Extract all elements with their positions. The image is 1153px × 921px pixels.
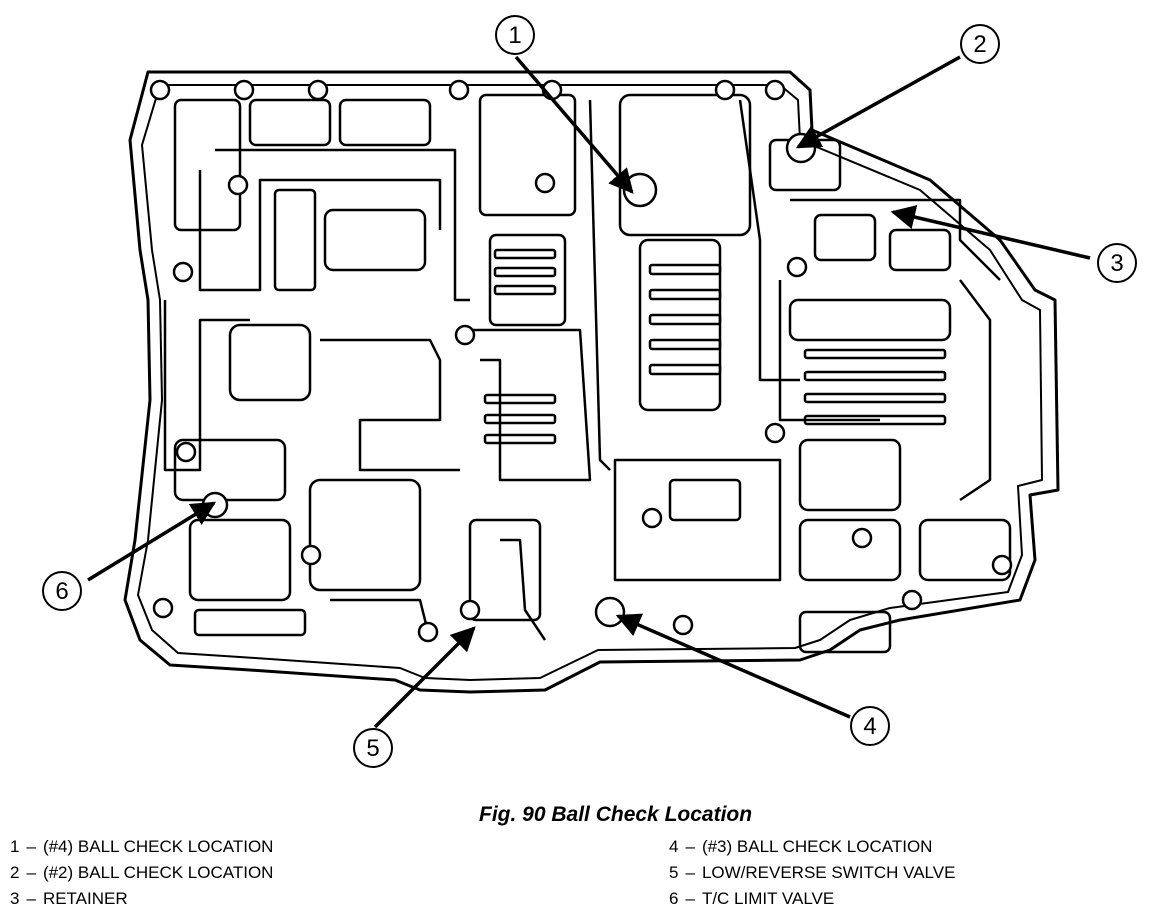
callout-4-number: 4 bbox=[863, 713, 876, 740]
callout-5-number: 5 bbox=[366, 735, 379, 762]
legend-label: (#3) BALL CHECK LOCATION bbox=[701, 837, 933, 856]
valve-body-illustration: 1 2 3 4 5 6 bbox=[42, 15, 1137, 768]
legend-number: 6 bbox=[669, 889, 679, 908]
legend-dash: – bbox=[685, 863, 695, 882]
legend-number: 3 bbox=[10, 889, 20, 908]
legend-right-column: 4–(#3) BALL CHECK LOCATION 5–LOW/REVERSE… bbox=[669, 834, 955, 912]
callout-5: 5 bbox=[353, 728, 393, 768]
leader-lines bbox=[87, 55, 1091, 729]
legend-item: 5–LOW/REVERSE SWITCH VALVE bbox=[669, 860, 955, 886]
callout-4: 4 bbox=[850, 706, 890, 746]
valve-body-plate bbox=[123, 70, 1060, 694]
figure-title: Fig. 90 Ball Check Location bbox=[479, 803, 753, 826]
leader-line-4 bbox=[615, 613, 851, 719]
legend-number: 5 bbox=[669, 863, 679, 882]
callout-6-number: 6 bbox=[55, 578, 68, 605]
legend-left-column: 1–(#4) BALL CHECK LOCATION 2–(#2) BALL C… bbox=[10, 834, 273, 912]
legend-label: T/C LIMIT VALVE bbox=[701, 889, 835, 908]
legend-number: 4 bbox=[669, 837, 679, 856]
callout-2: 2 bbox=[960, 24, 1000, 64]
bolt-holes bbox=[149, 79, 1013, 643]
legend-label: LOW/REVERSE SWITCH VALVE bbox=[701, 863, 956, 882]
legend-dash: – bbox=[26, 863, 36, 882]
legend-label: (#4) BALL CHECK LOCATION bbox=[42, 837, 274, 856]
leader-line-2 bbox=[795, 55, 961, 149]
figure-caption: Fig. 90 Ball Check Location 1–(#4) BALL … bbox=[0, 800, 1153, 921]
callout-3: 3 bbox=[1097, 243, 1137, 283]
legend-dash: – bbox=[26, 889, 36, 908]
callout-2-number: 2 bbox=[973, 31, 986, 58]
legend-dash: – bbox=[685, 837, 695, 856]
legend-number: 1 bbox=[10, 837, 20, 856]
legend-item: 2–(#2) BALL CHECK LOCATION bbox=[10, 860, 273, 886]
legend-dash: – bbox=[26, 837, 36, 856]
leader-line-5 bbox=[373, 626, 476, 729]
legend-number: 2 bbox=[10, 863, 20, 882]
callout-1-number: 1 bbox=[508, 22, 521, 49]
legend-item: 1–(#4) BALL CHECK LOCATION bbox=[10, 834, 273, 860]
leader-line-1 bbox=[514, 55, 634, 194]
legend-dash: – bbox=[685, 889, 695, 908]
leader-line-6 bbox=[87, 501, 217, 582]
legend-item: 4–(#3) BALL CHECK LOCATION bbox=[669, 834, 955, 860]
legend-item: 3–RETAINER bbox=[10, 886, 273, 912]
callout-1: 1 bbox=[495, 15, 535, 55]
legend-item: 6–T/C LIMIT VALVE bbox=[669, 886, 955, 912]
leader-line-3 bbox=[890, 205, 1091, 260]
valve-body-passages bbox=[163, 93, 1012, 654]
legend-label: RETAINER bbox=[42, 889, 128, 908]
legend-label: (#2) BALL CHECK LOCATION bbox=[42, 863, 274, 882]
callout-3-number: 3 bbox=[1110, 250, 1123, 277]
callout-6: 6 bbox=[42, 571, 82, 611]
